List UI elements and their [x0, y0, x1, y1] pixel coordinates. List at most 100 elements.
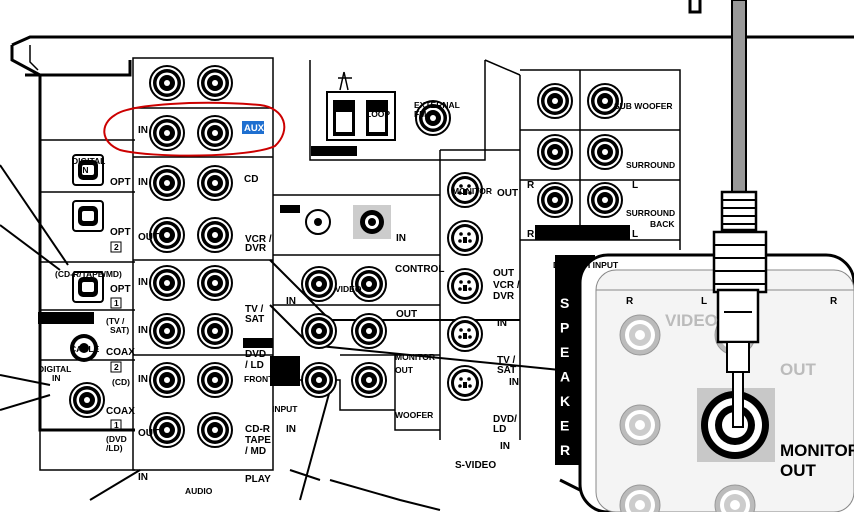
video-label: VIDEO	[335, 284, 362, 294]
sv-dvd-1: DVD/	[493, 414, 517, 425]
dvd-6ch-label: DVD 6CH INPUT	[553, 260, 619, 270]
vcr-label-1: VCR /	[245, 234, 272, 245]
zoom-r2-label: R	[830, 296, 838, 307]
dvd-in-label: IN	[138, 374, 148, 385]
sv-vcr-out: OUT	[493, 268, 514, 279]
sv-tv-2: SAT	[497, 365, 516, 376]
input-label: INPUT	[272, 404, 298, 414]
vcr-label-2: DVR	[245, 243, 267, 254]
speaker-letter: E	[560, 418, 569, 434]
opt2-num: 2	[114, 242, 119, 252]
am-loop-1: AM	[368, 100, 381, 110]
tv-sat-label-2: SAT	[245, 314, 264, 325]
tv-sat-label-1: TV /	[245, 304, 264, 315]
coax2-num: 2	[114, 362, 119, 372]
coax1-label: COAX	[106, 406, 135, 417]
opt-label-top: OPT	[110, 177, 131, 188]
surround-back-2: BACK	[650, 219, 675, 229]
speaker-letter: P	[560, 320, 569, 336]
surround-r-label: R	[527, 180, 535, 191]
dvd-label-1: DVD	[245, 349, 266, 360]
monitor-out-2: OUT	[395, 365, 414, 375]
rca-cable-plug-icon	[712, 0, 768, 428]
text-labels: AUX IN CD IN VCR / DVR OUT IN TV / SAT I…	[38, 100, 675, 496]
cable-label: CABLE	[70, 344, 100, 354]
sv-vcr-in: IN	[497, 318, 507, 329]
cd-label: CD	[244, 174, 258, 185]
zoom-monitor-2: OUT	[780, 461, 817, 480]
dvd-ld-paren-1: (DVD	[106, 434, 127, 444]
dvd-label-2: / LD	[245, 360, 264, 371]
zoom-labels: R L R VIDEO OUT MONITOR OUT	[626, 296, 854, 480]
surround-label: SURROUND	[626, 160, 675, 170]
input-in-label: IN	[286, 424, 296, 435]
cd-in-label: IN	[138, 177, 148, 188]
cdr-out-label: OUT	[138, 428, 159, 439]
monitor-out-1: MONITOR	[395, 352, 435, 362]
sv-vcr-2: DVR	[493, 291, 515, 302]
opt1-num: 1	[114, 298, 119, 308]
vcr-out-label: OUT	[138, 232, 159, 243]
speaker-letter: S	[560, 295, 569, 311]
cdr-in-label: IN	[138, 472, 148, 483]
control-label: CONTROL	[395, 264, 444, 275]
opt1-label: OPT	[110, 284, 131, 295]
aux-highlight-ring	[103, 101, 286, 157]
sv-dvd-2: LD	[493, 424, 506, 435]
cdr-tape-md-label: (CD-R/TAPE/MD)	[55, 269, 122, 279]
cdr-label-1: CD-R	[245, 424, 271, 435]
video-out-label: OUT	[396, 309, 417, 320]
cdr-label-3: / MD	[245, 446, 266, 457]
tv-sat-paren-2: SAT)	[110, 325, 129, 335]
zoom-panel	[578, 253, 854, 512]
fm-external-2: FM	[414, 109, 426, 119]
cable-jack	[70, 334, 98, 362]
optical-ports	[72, 154, 104, 303]
sv-monitor-out: OUT	[497, 188, 518, 199]
speaker-letter: K	[560, 393, 570, 409]
back-l-label: L	[632, 229, 638, 240]
coax1-num: 1	[114, 420, 119, 430]
sub-woofer-label: SUB WOOFER	[614, 101, 673, 111]
component-video-jacks	[305, 205, 391, 239]
cd-paren: (CD)	[112, 377, 130, 387]
svideo-label: S-VIDEO	[455, 460, 496, 471]
front-label: FRONT	[244, 374, 274, 384]
tv-sat-paren-1: (TV /	[106, 316, 125, 326]
speaker-letter: E	[560, 344, 569, 360]
play-label: PLAY	[245, 474, 271, 485]
digital-in-bottom-2: IN	[52, 373, 61, 383]
sv-tv-in: IN	[509, 377, 519, 388]
aux-label: AUX	[244, 123, 265, 134]
chassis-outline	[10, 0, 854, 512]
coax2-label: COAX	[106, 347, 135, 358]
video-in-label: IN	[286, 296, 296, 307]
back-r-label: R	[527, 229, 535, 240]
component-in-label: IN	[396, 233, 406, 244]
surround-l-label: L	[632, 180, 638, 191]
zoom-l-label: L	[701, 296, 707, 307]
cdr-label-2: TAPE	[245, 435, 271, 446]
sv-tv-1: TV /	[497, 355, 516, 366]
digital-in-top-2: IN	[80, 165, 89, 175]
am-loop-terminal	[326, 71, 396, 141]
woofer-label: WOOFER	[395, 410, 433, 420]
fm-external-1: EXTERNAL	[414, 100, 460, 110]
zoom-out-label: OUT	[780, 360, 817, 379]
aux-in-label: IN	[138, 125, 148, 136]
vcr-in-label: IN	[138, 277, 148, 288]
digital-in-bottom-1: DIGITAL	[38, 364, 71, 374]
zoom-video-label: VIDEO	[665, 311, 718, 330]
sv-monitor-label: MONITOR	[452, 186, 492, 196]
am-loop-2: LOOP	[366, 109, 390, 119]
tv-in-label: IN	[138, 325, 148, 336]
surround-back-1: SURROUND	[626, 208, 675, 218]
speaker-letter: A	[560, 369, 570, 385]
aux-badge	[242, 121, 264, 134]
sv-vcr-1: VCR /	[493, 280, 520, 291]
audio-label: AUDIO	[185, 486, 213, 496]
opt2-label: OPT	[110, 227, 131, 238]
sv-dvd-in: IN	[500, 441, 510, 452]
